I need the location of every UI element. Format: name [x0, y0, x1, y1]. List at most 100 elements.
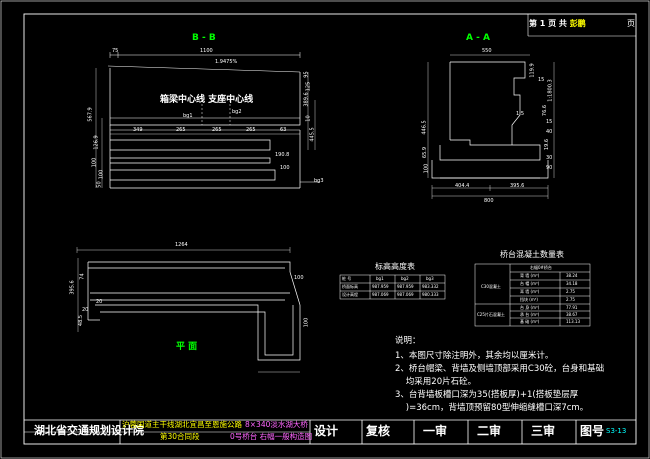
notes-line-2: 均采用20片石砼。 [395, 377, 477, 387]
concrete-item-1-value: 34.18 [566, 281, 578, 286]
aa-dim-right-5: 40 [546, 129, 553, 135]
aa-dim-right-7: 19.6 [544, 138, 551, 151]
bb-dim-right-1: 125 [305, 81, 312, 92]
bb-dim-bottom-0: 349 [133, 127, 143, 133]
aa-dim-right-1: 15 [538, 77, 545, 83]
bb-dim-right-4: 445.5 [309, 127, 316, 142]
plan-title: 平 面 [176, 342, 198, 352]
bb-dim-bottom-3: 265 [246, 127, 256, 133]
aa-overall-width: 800 [484, 198, 494, 204]
plan-dim-left-1: 395.6 [69, 280, 76, 295]
concrete-item-2-name: 耳 墙 (m³) [520, 289, 540, 294]
section-bb-title: B - B [192, 33, 216, 43]
concrete-item-3-name: 挡块 (m³) [520, 297, 538, 302]
page-counter: 第 1 页 共 彭鹏 [529, 20, 586, 28]
bb-left-offset: 75 [112, 48, 119, 54]
concrete-item-3-value: 2.75 [566, 297, 575, 302]
bb-dim-right-2: 389.6 [303, 92, 310, 107]
aa-top-width: 550 [482, 48, 492, 54]
aa-bottom-dim-1: 395.6 [510, 183, 525, 189]
elev-r0-c3: 983.332 [422, 284, 439, 289]
bb-dim-left-2: 100 [91, 157, 98, 168]
elev-r0-c0: 桥面标高 [342, 284, 358, 289]
aa-dim-right-2: 1:1800.3 [547, 79, 554, 102]
bb-dim-left-3: 100 [98, 169, 105, 180]
concrete-header: 右幅0#桥台 [530, 265, 552, 270]
concrete-item-0-name: 背 墙 (m³) [520, 273, 540, 278]
elev-table-title: 标高高度表 [375, 262, 415, 271]
design-label: 设计 [314, 424, 339, 438]
elev-header-2: bg2 [401, 276, 409, 281]
concrete-item-2-value: 2.75 [566, 289, 575, 294]
concrete-group-0: C30混凝土 [481, 284, 501, 289]
bb-dim-left-1: 126.9 [93, 135, 100, 150]
bb-dim-left-4: 50 [96, 181, 103, 188]
bb-slope: 1.9475% [215, 59, 238, 65]
notes-line-0: 1、本图尺寸除注明外，其余均以厘米计。 [395, 351, 554, 361]
company-name: 湖北省交通规划设计院 [34, 424, 144, 437]
notes-line-4: )=36cm，背墙顶预留80型伸缩缝槽口深7cm。 [395, 403, 589, 413]
elev-header-1: bg1 [376, 276, 384, 281]
project-line-1: 沪蓉国道主干线湖北宜昌至恩施公路 [122, 420, 242, 429]
project-line-1b: 8×340淡水湖大桥 [245, 420, 308, 429]
bb-dim-bottom-1: 265 [176, 127, 186, 133]
elev-r0-c1: 987.959 [372, 284, 389, 289]
elev-header-3: bg3 [426, 276, 434, 281]
aa-dim-right-8: 30 [546, 155, 553, 161]
plan-dim-left-0: 74 [79, 273, 86, 280]
elevation-table-grid [339, 274, 446, 300]
bb-total-width: 1100 [200, 48, 213, 54]
elev-header-0: 桩 号 [342, 276, 352, 281]
bb-dim-right-3: 10 [305, 115, 312, 122]
drawing-no-label: 图号 [580, 424, 605, 438]
concrete-item-6-value: 113.13 [566, 319, 580, 324]
bb-dim-left-0: 567.9 [87, 107, 94, 122]
concrete-item-6-name: 基 础 (m³) [520, 319, 540, 324]
section-aa-title: A - A [466, 33, 490, 43]
notes-line-3: 3、台背墙板槽口深为35(搭板厚)+1(搭板垫层厚 [395, 390, 579, 400]
notes-line-1: 2、桥台帽梁、背墙及侧墙顶部采用C30砼，台身和基础 [395, 364, 605, 374]
review-1-label: 一审 [423, 424, 448, 438]
notes-heading: 说明： [395, 336, 421, 346]
plan-drawing [76, 247, 301, 373]
plan-dim-left-2: 20 [82, 307, 89, 313]
aa-dim-right-4: 15 [546, 119, 553, 125]
elev-r1-c1: 987.069 [372, 292, 389, 297]
aa-bottom-dim-0: 404.4 [455, 183, 470, 189]
aa-dim-right-9: 90 [546, 165, 553, 171]
reviewer-name: 彭鹏 [569, 19, 586, 28]
concrete-item-5-name: 承 台 (m³) [520, 312, 540, 317]
section-bb-drawing [95, 52, 320, 189]
aa-dim-right-0: 119.9 [529, 63, 536, 78]
bb-center-lines: 箱梁中心线 支座中心线 [160, 95, 254, 105]
concrete-item-4-name: 台 身 (m³) [520, 305, 540, 310]
recheck-label: 复核 [366, 424, 391, 438]
project-line-2: 第30合同段 [160, 432, 200, 441]
concrete-table-grid [474, 263, 591, 327]
bb-elev-2: bg2 [232, 109, 242, 115]
aa-dim-left-1: 65.9 [422, 146, 429, 159]
aa-dim-left-0: 446.5 [421, 120, 428, 135]
bb-dim-bottom-4: 63 [280, 127, 287, 133]
elev-r0-c2: 987.959 [397, 284, 414, 289]
elev-r1-c0: 设计高程 [342, 292, 358, 297]
drawing-number: S3-13 [606, 427, 627, 435]
concrete-group-1: C25片石混凝土 [477, 312, 505, 317]
plan-dim-left-3: 48.5 [78, 314, 85, 327]
plan-side: 100 [303, 317, 310, 328]
project-line-2b: 0号桥台 右幅一般构造图 [230, 432, 313, 441]
elev-r1-c3: 980.333 [422, 292, 439, 297]
plan-width: 1264 [175, 242, 188, 248]
page-label: 第 1 页 共 [529, 19, 567, 28]
concrete-table-title: 桥台混凝土数量表 [500, 250, 564, 259]
title-block-grid [24, 419, 636, 444]
bb-bottom-dim-1: 100 [280, 165, 290, 171]
elev-r1-c2: 987.069 [397, 292, 414, 297]
bb-dim-right-0: 95 [303, 71, 310, 78]
concrete-item-0-value: 38.24 [566, 273, 578, 278]
section-aa-drawing [427, 54, 555, 199]
page-suffix: 页 [627, 19, 635, 28]
review-2-label: 二审 [477, 424, 502, 438]
aa-dim-right-6: 1:5 [516, 111, 525, 117]
